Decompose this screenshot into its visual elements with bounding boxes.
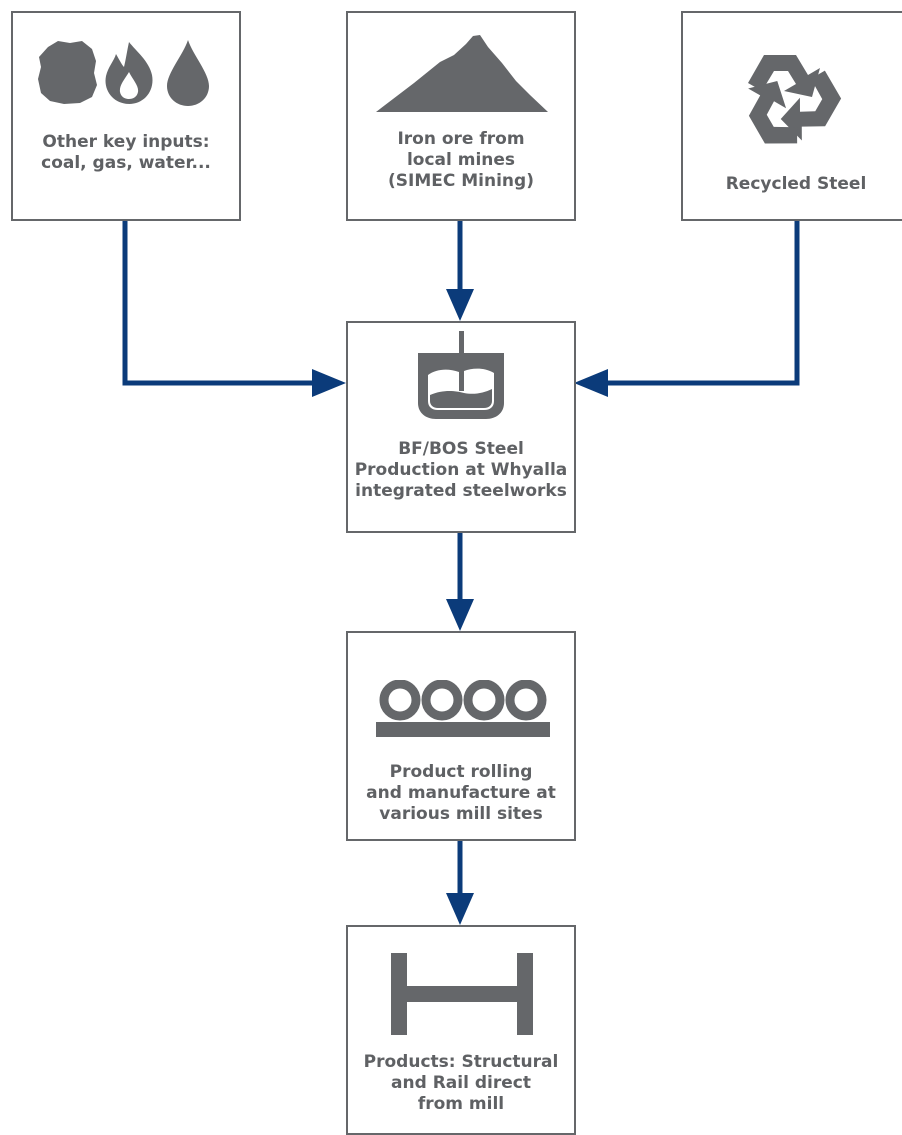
arrowhead-into-steel-production-right xyxy=(574,369,608,397)
i-beam-icon xyxy=(391,953,533,1035)
node-label: Iron ore from local mines (SIMEC Mining) xyxy=(348,129,574,192)
label-line: and manufacture at xyxy=(366,783,556,803)
node-iron-ore: Iron ore from local mines (SIMEC Mining) xyxy=(346,11,576,221)
label-line: and Rail direct xyxy=(391,1073,531,1093)
label-line: Recycled Steel xyxy=(725,174,867,194)
label-line: Product rolling xyxy=(389,762,533,782)
furnace-icon xyxy=(418,331,504,419)
node-label: Product rolling and manufacture at vario… xyxy=(348,762,574,825)
mountain-icon xyxy=(376,35,548,112)
label-line: (SIMEC Mining) xyxy=(388,171,534,191)
rock-icon xyxy=(38,41,97,104)
label-line: BF/BOS Steel xyxy=(398,439,524,459)
edge-recycled-to-steel-production xyxy=(602,220,800,386)
node-label: BF/BOS Steel Production at Whyalla integ… xyxy=(348,439,574,502)
label-line: Other key inputs: xyxy=(42,132,210,152)
node-label: Products: Structural and Rail direct fro… xyxy=(348,1052,574,1115)
label-line: coal, gas, water... xyxy=(41,153,211,173)
arrowhead-into-products xyxy=(446,893,474,925)
edge-other-inputs-to-steel-production xyxy=(122,220,318,386)
arrowhead-into-steel-production-top xyxy=(446,289,474,321)
node-label: Other key inputs: coal, gas, water... xyxy=(13,132,239,174)
node-products: Products: Structural and Rail direct fro… xyxy=(346,925,576,1135)
recycle-icon xyxy=(748,55,842,144)
node-other-inputs: Other key inputs: coal, gas, water... xyxy=(11,11,241,221)
label-line: local mines xyxy=(406,150,516,170)
node-steel-production: BF/BOS Steel Production at Whyalla integ… xyxy=(346,321,576,533)
label-line: Iron ore from xyxy=(397,129,525,149)
label-line: integrated steelworks xyxy=(355,481,567,501)
flame-icon xyxy=(105,42,153,104)
label-line: Products: Structural xyxy=(363,1052,559,1072)
arrowhead-into-rolling xyxy=(446,599,474,631)
arrowhead-into-steel-production-left xyxy=(312,369,346,397)
node-rolling: Product rolling and manufacture at vario… xyxy=(346,631,576,841)
label-line: Production at Whyalla xyxy=(354,460,568,480)
water-drop-icon xyxy=(167,40,209,106)
label-line: from mill xyxy=(417,1094,505,1114)
label-line: various mill sites xyxy=(379,804,543,824)
node-recycled-steel: Recycled Steel xyxy=(681,11,902,221)
node-label: Recycled Steel xyxy=(683,174,902,195)
rolling-mill-icon xyxy=(376,680,550,737)
